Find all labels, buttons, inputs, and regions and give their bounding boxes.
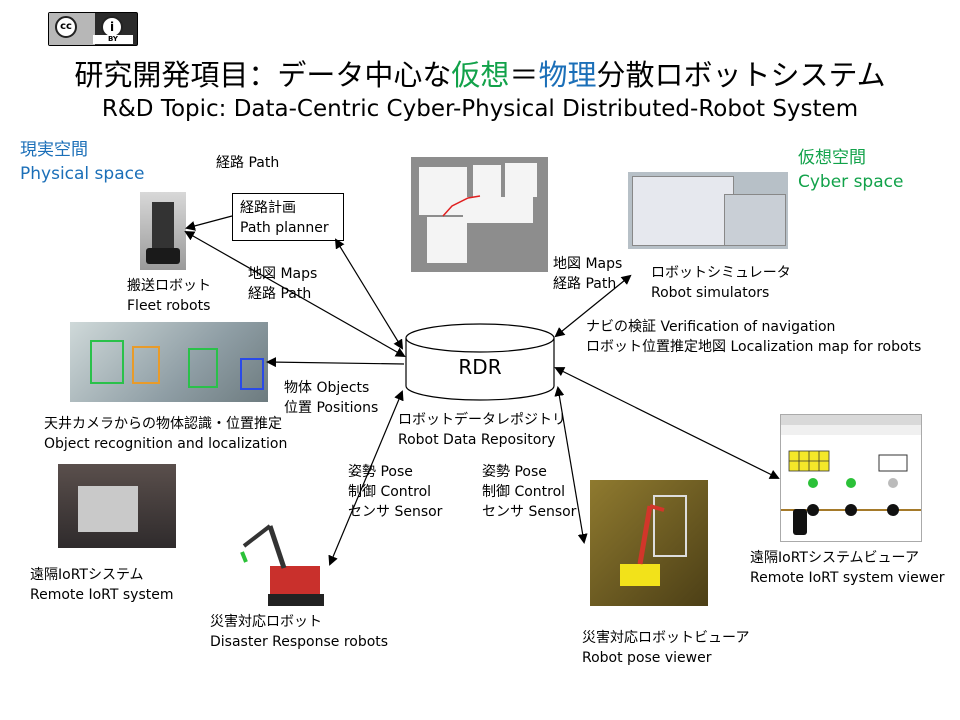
by-label: BY [93, 35, 133, 44]
arrow-rdr-viewer [554, 367, 780, 479]
disaster-robot-drawing [240, 524, 324, 606]
arrow-planner-rdr [334, 238, 404, 350]
viewer-drawing [781, 415, 921, 535]
ceiling-caption-en: Object recognition and localization [44, 436, 288, 452]
title-ja-prefix: 研究開発項目：データ中心な [74, 58, 452, 92]
title-japanese: 研究開発項目：データ中心な仮想＝物理分散ロボットシステム [0, 56, 960, 94]
edge-label-disaster: 姿勢 Pose 制御 Control センサ Sensor [348, 462, 442, 522]
fleet-caption-ja: 搬送ロボット [127, 278, 211, 294]
pose-viewer-caption: 災害対応ロボットビューア Robot pose viewer [582, 628, 749, 668]
fleet-robot-photo [140, 192, 186, 270]
viewer-caption-en: Remote IoRT system viewer [750, 570, 945, 586]
title-ja-cyber: 仮想 [451, 58, 510, 92]
map-floor [427, 217, 467, 263]
edge-sim-maps: 地図 Maps [553, 256, 623, 272]
iort-panel [78, 486, 138, 532]
edge-verification: ナビの検証 Verification of navigation [586, 319, 836, 335]
simulator-3d-view [724, 194, 786, 246]
edge-label-ceiling: 物体 Objects 位置 Positions [284, 378, 378, 418]
detection-box [132, 346, 160, 384]
detection-box [90, 340, 124, 384]
cc-by-license-badge: cc i BY [48, 12, 138, 46]
edge-left-sensor: センサ Sensor [348, 504, 443, 520]
cyber-space-label: 仮想空間 Cyber space [798, 146, 903, 194]
occupancy-map-image [411, 157, 548, 272]
rdr-caption-en: Robot Data Repository [398, 432, 556, 448]
disaster-caption-en: Disaster Response robots [210, 634, 389, 650]
map-floor [463, 197, 533, 223]
pose-viewer-caption-ja: 災害対応ロボットビューア [582, 630, 750, 646]
map-floor [419, 167, 467, 215]
edge-fleet-maps: 地図 Maps [248, 266, 318, 282]
edge-label-pose-viewer: 姿勢 Pose 制御 Control センサ Sensor [482, 462, 576, 522]
edge-localization: ロボット位置推定地図 Localization map for robots [586, 339, 922, 355]
path-planner-ja: 経路計画 [240, 200, 296, 216]
edge-right-control: 制御 Control [482, 484, 566, 500]
rdr-caption-ja: ロボットデータレポジトリ [398, 412, 566, 428]
title-ja-equals: ＝ [509, 58, 539, 92]
edge-label-path-top: 経路 Path [216, 155, 280, 171]
map-planned-path [442, 195, 481, 217]
fleet-caption: 搬送ロボット Fleet robots [127, 276, 211, 316]
simulators-caption-ja: ロボットシミュレータ [651, 265, 791, 281]
fleet-robot-base [146, 248, 180, 264]
disaster-caption-ja: 災害対応ロボット [210, 614, 322, 630]
detection-box [240, 358, 264, 390]
edge-right-sensor: センサ Sensor [482, 504, 577, 520]
edge-label-simulator: 地図 Maps 経路 Path [553, 254, 622, 294]
edge-positions: 位置 Positions [284, 400, 379, 416]
arrow-rdr-pose-viewer [554, 386, 588, 544]
simulators-caption: ロボットシミュレータ Robot simulators [651, 263, 791, 303]
fleet-robot-body [152, 202, 174, 252]
edge-label-fleet: 地図 Maps 経路 Path [248, 264, 317, 304]
edge-sim-path: 経路 Path [553, 276, 617, 292]
arrow-rdr-to-ceiling [266, 357, 405, 368]
physical-space-ja: 現実空間 [20, 140, 88, 160]
edge-objects: 物体 Objects [284, 380, 370, 396]
edge-left-pose: 姿勢 Pose [348, 464, 413, 480]
simulators-caption-en: Robot simulators [651, 285, 770, 301]
disaster-caption: 災害対応ロボット Disaster Response robots [210, 612, 388, 652]
cc-icon: cc [55, 16, 77, 38]
arrow-planner-to-fleet [185, 215, 233, 231]
disaster-robot-photo [232, 512, 332, 612]
title-english: R&D Topic: Data-Centric Cyber-Physical D… [101, 96, 859, 122]
title-ja-physical: 物理 [538, 58, 597, 92]
simulator-window [632, 176, 734, 246]
physical-space-en: Physical space [20, 164, 145, 184]
cyber-space-en: Cyber space [798, 172, 904, 192]
robot-simulator-screenshot [628, 172, 788, 249]
arrow-disaster-rdr [328, 390, 404, 566]
rdr-caption: ロボットデータレポジトリ Robot Data Repository [398, 410, 566, 450]
iort-viewer-screenshot [780, 414, 922, 542]
robot-pose-viewer-image [590, 480, 708, 606]
pose-viewer-drawing [620, 495, 687, 586]
title-ja-suffix: 分散ロボットシステム [596, 58, 886, 92]
edge-left-control: 制御 Control [348, 484, 432, 500]
rdr-label: RDR [458, 355, 502, 379]
ceiling-caption-ja: 天井カメラからの物体認識・位置推定 [44, 416, 282, 432]
viewer-caption: 遠隔IoRTシステムビューア Remote IoRT system viewer [750, 548, 945, 588]
physical-space-label: 現実空間 Physical space [20, 138, 144, 186]
pose-viewer-caption-en: Robot pose viewer [582, 650, 712, 666]
arrow-rdr-simulators [554, 274, 632, 338]
edge-right-pose: 姿勢 Pose [482, 464, 547, 480]
cyber-space-ja: 仮想空間 [798, 148, 866, 168]
remote-iort-photo [58, 464, 176, 548]
iort-caption-en: Remote IoRT system [30, 587, 174, 603]
ceiling-caption: 天井カメラからの物体認識・位置推定 Object recognition and… [44, 414, 287, 454]
viewer-caption-ja: 遠隔IoRTシステムビューア [750, 550, 919, 566]
iort-caption: 遠隔IoRTシステム Remote IoRT system [30, 565, 174, 605]
iort-caption-ja: 遠隔IoRTシステム [30, 567, 144, 583]
map-floor [505, 163, 537, 197]
fleet-caption-en: Fleet robots [127, 298, 211, 314]
map-floor [473, 165, 501, 201]
rdr-cylinder [405, 323, 555, 401]
edge-fleet-path: 経路 Path [248, 286, 312, 302]
edge-label-verification: ナビの検証 Verification of navigation ロボット位置推… [586, 317, 921, 357]
